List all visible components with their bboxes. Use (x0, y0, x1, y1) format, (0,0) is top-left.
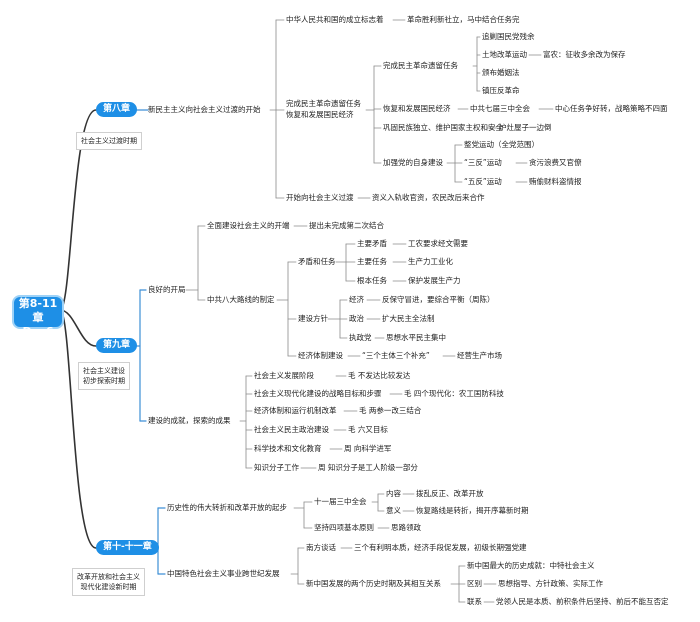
c10-a1av: 拨乱反正、改革开放 (416, 489, 484, 498)
c8-b-sub1[interactable]: 完成民主革命遗留任务 (383, 61, 458, 70)
c9-a1v: 毛 不发达比较发达 (348, 371, 411, 380)
c10-a2v: 思路领政 (391, 523, 421, 532)
c8-a[interactable]: 中华人民共和国的成立标志着 (286, 15, 384, 24)
c8-b-sub4-i2: “三反”运动 (464, 158, 502, 167)
c9-g2[interactable]: 中共八大路线的制定 (207, 295, 275, 304)
c9-a6v: 周 知识分子是工人阶级一部分 (318, 463, 418, 472)
c8-b-sub1-i3: 颁布婚姻法 (482, 68, 520, 77)
c10-b2a: 新中国最大的历史成就：中特社会主义 (467, 561, 595, 570)
c8-b-sub2-a: 中共七届三中全会 (470, 104, 530, 113)
c9-g2-b[interactable]: 建设方针 (298, 314, 328, 323)
c9-g2-c1: “三个主体三个补充” (362, 351, 430, 360)
c8-b-sub3[interactable]: 巩固民族独立、维护国家主权和安全 (383, 123, 503, 132)
c8-b-sub3-a: 炉灶屋子一边倒 (499, 123, 552, 132)
c8-b-sub4-i1: 整党运动（全党范围） (464, 140, 539, 149)
c9-g1[interactable]: 全面建设社会主义的开端 (207, 221, 290, 230)
c8-b-sub4[interactable]: 加强党的自身建设 (383, 158, 443, 167)
c8-c1: 资义入轨收官资，农民改后来合作 (372, 193, 485, 202)
c10-a1bv: 恢复路线是转折，揭开序幕新时期 (416, 506, 529, 515)
c8-b-sub4-i3a: 贿偷财料盗情报 (529, 177, 582, 186)
c10-a1b: 意义 (386, 506, 401, 515)
c8-b-sub1-i1: 追剿国民党残余 (482, 32, 535, 41)
c10-b2bv: 思想指导、方针政策、实际工作 (498, 579, 603, 588)
chapter-9-note-line1: 社会主义建设 (83, 367, 125, 375)
root-subtitle: Day6 (22, 325, 54, 338)
c8-c[interactable]: 开始向社会主义过渡 (286, 193, 354, 202)
c8-b-sub2-b: 中心任务争好转，战略策略不四面 (555, 104, 668, 113)
chapter-9-note: 社会主义建设 初步探索时期 (78, 362, 130, 390)
c8-b-sub4-i2a: 贪污浪费又官僚 (529, 158, 582, 167)
c10-b2[interactable]: 新中国发展的两个历史时期及其相互关系 (306, 579, 441, 588)
c9-a2v: 毛 四个现代化：农工国防科技 (404, 389, 504, 398)
c8-b1[interactable]: 完成民主革命遗留任务 (286, 99, 361, 108)
c8-b2[interactable]: 恢复和发展国民经济 (286, 110, 354, 119)
chapter-9-badge[interactable]: 第九章 (96, 338, 138, 353)
c9-good[interactable]: 良好的开局 (148, 285, 186, 294)
c9-a4[interactable]: 社会主义民主政治建设 (254, 425, 329, 434)
c8-b-sub1-i2a: 富农：征收多余改为保存 (543, 50, 626, 59)
c9-a3v: 毛 两参一改三结合 (359, 406, 422, 415)
c9-g2-a1: 主要矛盾 (357, 239, 387, 248)
c9-a1[interactable]: 社会主义发展阶段 (254, 371, 314, 380)
c10-b[interactable]: 中国特色社会主义事业跨世纪发展 (167, 569, 280, 578)
c9-a2[interactable]: 社会主义现代化建设的战略目标和步骤 (254, 389, 382, 398)
c9-a4v: 毛 六又目标 (348, 425, 388, 434)
c9-g2-c2: 经营生产市场 (457, 351, 502, 360)
c9-a6[interactable]: 知识分子工作 (254, 463, 299, 472)
c9-a5[interactable]: 科学技术和文化教育 (254, 444, 322, 453)
c9-a3[interactable]: 经济体制和运行机制改革 (254, 406, 337, 415)
c9-g2-a2v: 生产力工业化 (408, 257, 453, 266)
c8-b-sub1-i2: 土地改革运动 (482, 50, 527, 59)
c9-g2-a3v: 保护发展生产力 (408, 276, 461, 285)
chapter-10-11-note-line2: 现代化建设新时期 (80, 583, 137, 591)
c9-g2-b3: 执政党 (349, 333, 372, 342)
c8-a1: 革命胜利新社立，马中结合任务完 (407, 15, 520, 24)
c10-b2cv: 党领人民是本质、前积条件后坚持、前后不能互否定 (496, 597, 669, 606)
c10-b1[interactable]: 南方谈话 (306, 543, 336, 552)
c10-a2[interactable]: 坚持四项基本原则 (314, 523, 374, 532)
c10-a1a: 内容 (386, 489, 401, 498)
c9-g2-a3: 根本任务 (357, 276, 387, 285)
c8-b-sub1-i4: 镇压反革命 (482, 86, 520, 95)
c9-g2-b2v: 扩大民主全法制 (382, 314, 435, 323)
c9-g2-b3v: 思想水平民主集中 (386, 333, 446, 342)
c9-g2-a2: 主要任务 (357, 257, 387, 266)
c9-g2-c[interactable]: 经济体制建设 (298, 351, 343, 360)
chapter-9-note-line2: 初步探索时期 (83, 377, 125, 385)
c9-g2-b1v: 反保守冒进，要综合平衡（周陈） (382, 295, 495, 304)
c10-a1[interactable]: 十一届三中全会 (314, 497, 367, 506)
chapter-8-note: 社会主义过渡时期 (76, 132, 142, 150)
chapter-10-11-note: 改革开放和社会主义 现代化建设新时期 (72, 568, 145, 596)
chapter-10-11-note-line1: 改革开放和社会主义 (77, 573, 140, 581)
c9-g2-a[interactable]: 矛盾和任务 (298, 257, 336, 266)
root-title: 第8-11章 (18, 297, 58, 324)
c9-a5v: 周 向科学进军 (344, 444, 392, 453)
c9-g1a: 提出未完成第二次结合 (309, 221, 384, 230)
chapter-8-badge[interactable]: 第八章 (96, 102, 138, 117)
chapter-10-11-badge[interactable]: 第十-十一章 (96, 540, 159, 555)
c9-ach[interactable]: 建设的成就，探索的成果 (148, 416, 231, 425)
c10-b1v: 三个有利明本质，经济手段促发展，初级长期强党建 (354, 543, 527, 552)
c10-a[interactable]: 历史性的伟大转折和改革开放的起步 (167, 503, 287, 512)
c8-b-sub2[interactable]: 恢复和发展国民经济 (383, 104, 451, 113)
root-node[interactable]: 第8-11章 Day6 (12, 295, 64, 338)
c9-g2-b1: 经济 (349, 295, 364, 304)
c10-b2c: 联系 (467, 597, 482, 606)
c8-main[interactable]: 新民主主义向社会主义过渡的开始 (148, 105, 261, 114)
c9-g2-b2: 政治 (349, 314, 364, 323)
c8-b-sub4-i3: “五反”运动 (464, 177, 502, 186)
c9-g2-a1v: 工农要求经文需要 (408, 239, 468, 248)
c10-b2b: 区别 (467, 579, 482, 588)
